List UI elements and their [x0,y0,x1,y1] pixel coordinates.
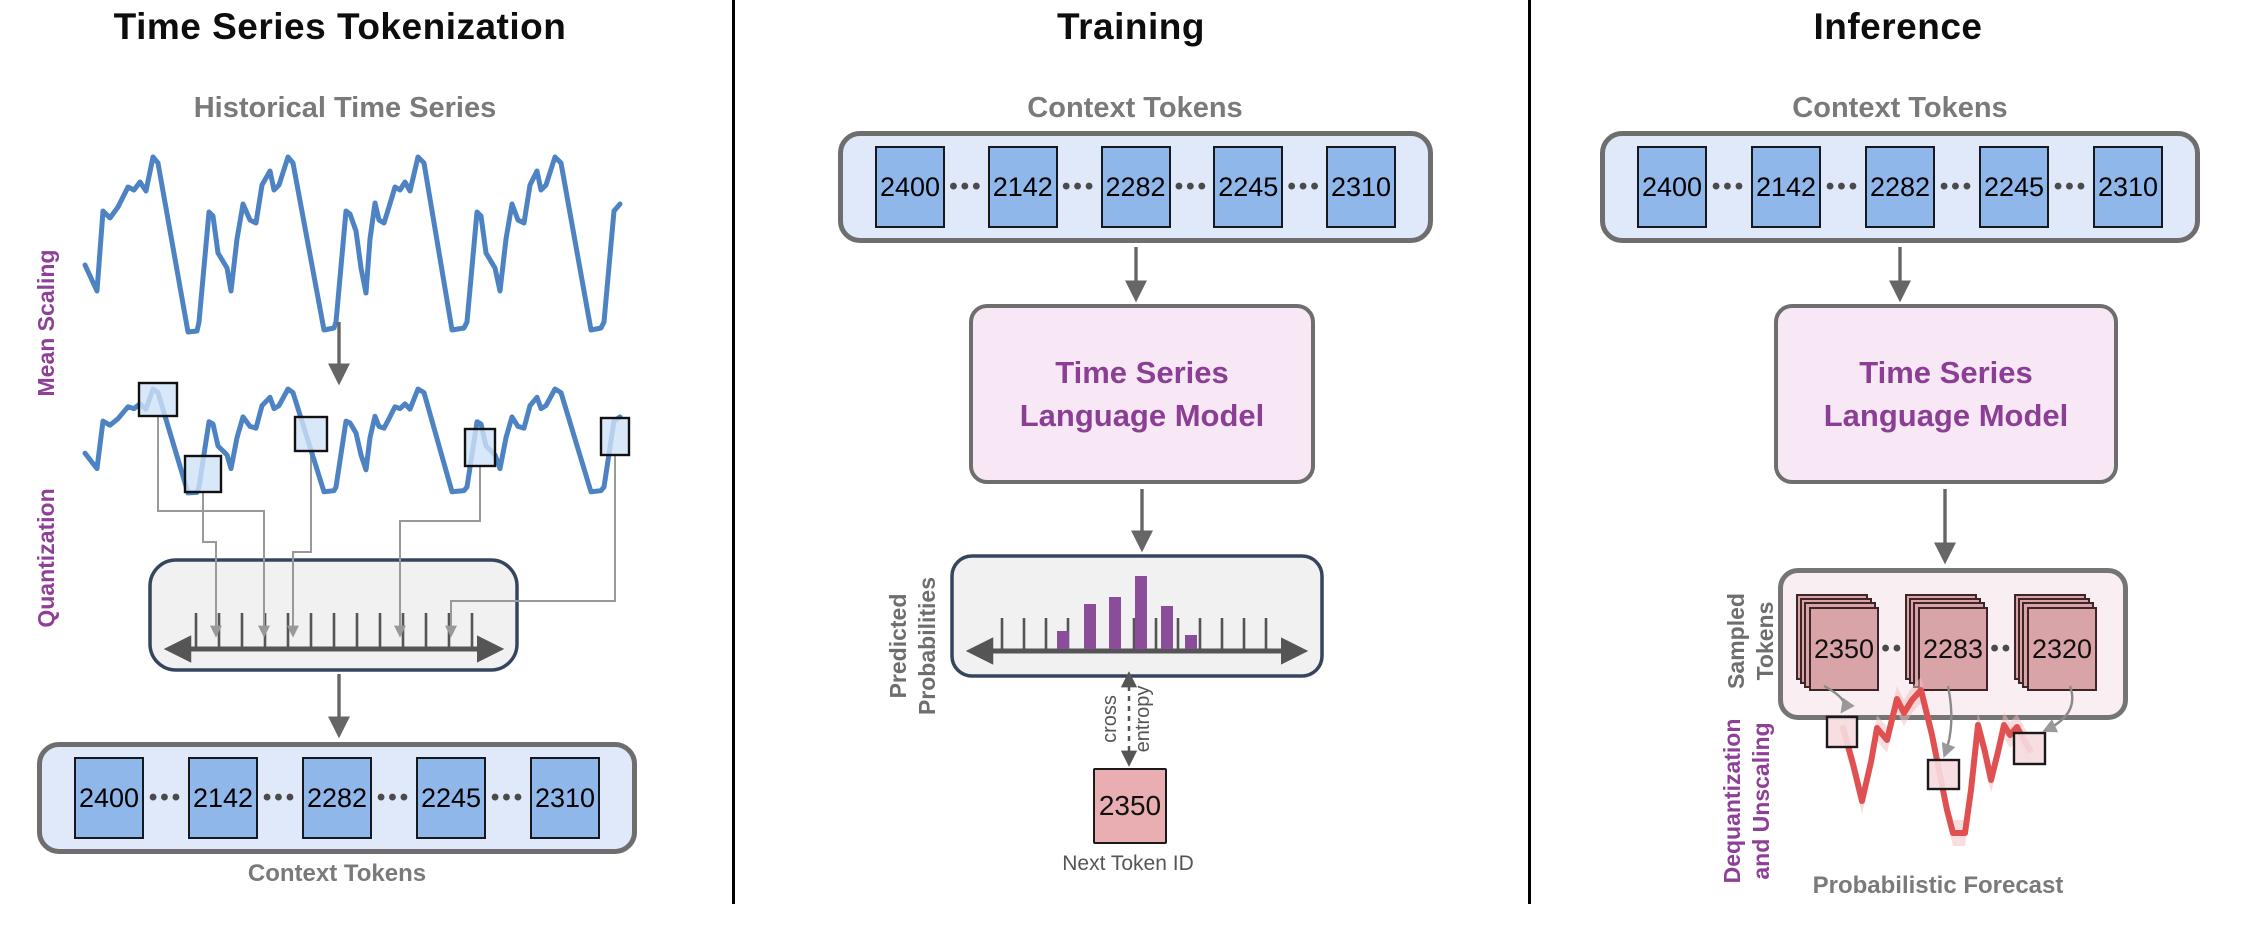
quantization-connector [202,492,222,638]
quantization-label: Quantization [32,408,60,708]
predicted-probabilities-label: Predicted Probabilities [885,496,941,796]
context-tokens-label-training: Context Tokens [1027,92,1243,124]
highlight-patch [293,415,329,453]
quantization-connector [394,466,481,638]
context-tokens-label-inference: Context Tokens [1792,92,2008,124]
context-token: 2310 [2093,146,2163,228]
model-name-line: Time Series [1859,354,2033,390]
ellipsis-dots: ••• [148,784,184,811]
context-tokens-row-inference: 2400•••2142•••2282•••2245•••2310 [1600,131,2200,243]
ellipsis-dots: ••• [1825,173,1861,200]
highlight-patch [183,454,223,494]
context-token: 2245 [416,757,486,839]
context-token: 2245 [1979,146,2049,228]
highlight-patch [137,381,179,418]
ellipsis-dots: ••• [1939,173,1975,200]
context-token: 2282 [1865,146,1935,228]
context-token: 2142 [1751,146,1821,228]
ellipsis-dots: ••• [1062,173,1097,200]
time-series-language-model-box-training: Time Series Language Model [969,304,1315,484]
ellipsis-dots: ••• [376,784,412,811]
label-line: Mean Scaling [32,249,59,397]
quantization-box [148,558,519,672]
ellipsis-dots: ••• [490,784,526,811]
ellipsis-dots: ••• [262,784,298,811]
page-title-tokenization: Time Series Tokenization [113,6,567,47]
next-token-value: 2350 [1098,790,1162,821]
probability-bar [1084,604,1096,649]
label-line: Probabilities [914,576,940,716]
context-token: 2310 [530,757,600,839]
ellipsis-dots: ••• [1990,635,2025,662]
sampled-token: 2320 [2027,607,2097,691]
ellipsis-dots: ••• [2053,173,2089,200]
panel-divider-right [1528,0,1531,904]
label-line: Dequantization [1719,718,1746,884]
model-name-line: Language Model [1823,398,2069,433]
time-series-language-model-box-inference: Time Series Language Model [1774,304,2118,484]
page-title-training: Training [1057,6,1205,47]
model-name-line: Time Series [1055,354,1229,390]
highlight-patch [463,427,497,468]
label-line: Predicted [885,593,912,699]
context-token: 2142 [987,146,1058,228]
context-token: 2310 [1326,146,1396,228]
context-tokens-row-training: 2400•••2142•••2282•••2245•••2310 [838,131,1433,243]
sampled-token: 2283 [1918,607,1988,691]
label-line: and Unscaling [1748,722,1774,880]
ellipsis-dots: ••• [1881,635,1916,662]
sampled-tokens-row: 2350•••2283•••2320 [1778,568,2128,720]
highlight-patch [599,416,631,457]
historical-series-label: Historical Time Series [193,92,497,124]
label-line: entropy [1131,685,1154,753]
label-line: cross [1098,695,1121,743]
historical-series-line [82,154,623,335]
context-token: 2245 [1213,146,1284,228]
probability-bar [1161,606,1173,649]
context-tokens-caption: Context Tokens [247,860,427,887]
scaled-series-line [82,386,623,496]
probability-bar [1185,635,1197,649]
panel-divider-left [732,0,735,904]
probability-bar [1057,631,1069,649]
context-tokens-row: 2400•••2142•••2282•••2245•••2310 [37,742,637,854]
context-token: 2282 [1100,146,1171,228]
forecast-patch [1926,758,1961,791]
context-token: 2400 [1637,146,1707,228]
ellipsis-dots: ••• [1711,173,1747,200]
sampled-token: 2350 [1809,607,1879,691]
model-name-line: Language Model [1019,398,1265,433]
page-title-inference: Inference [1813,6,1983,47]
quantization-connector [157,416,270,638]
ellipsis-dots: ••• [949,173,984,200]
ellipsis-dots: ••• [1174,173,1209,200]
context-token: 2400 [875,146,945,228]
forecast-patch [2012,731,2047,766]
context-token: 2400 [74,757,144,839]
quantization-connector [287,451,312,638]
next-token-id-caption: Next Token ID [1062,852,1194,875]
ellipsis-dots: ••• [1287,173,1322,200]
context-token: 2282 [302,757,372,839]
context-token: 2142 [188,757,258,839]
label-line: Quantization [32,488,59,628]
quantization-connector [445,455,616,638]
forecast-patch [1825,715,1859,749]
probabilistic-forecast-caption: Probabilistic Forecast [1812,872,2064,899]
next-token-id-box: 2350 [1093,768,1167,844]
